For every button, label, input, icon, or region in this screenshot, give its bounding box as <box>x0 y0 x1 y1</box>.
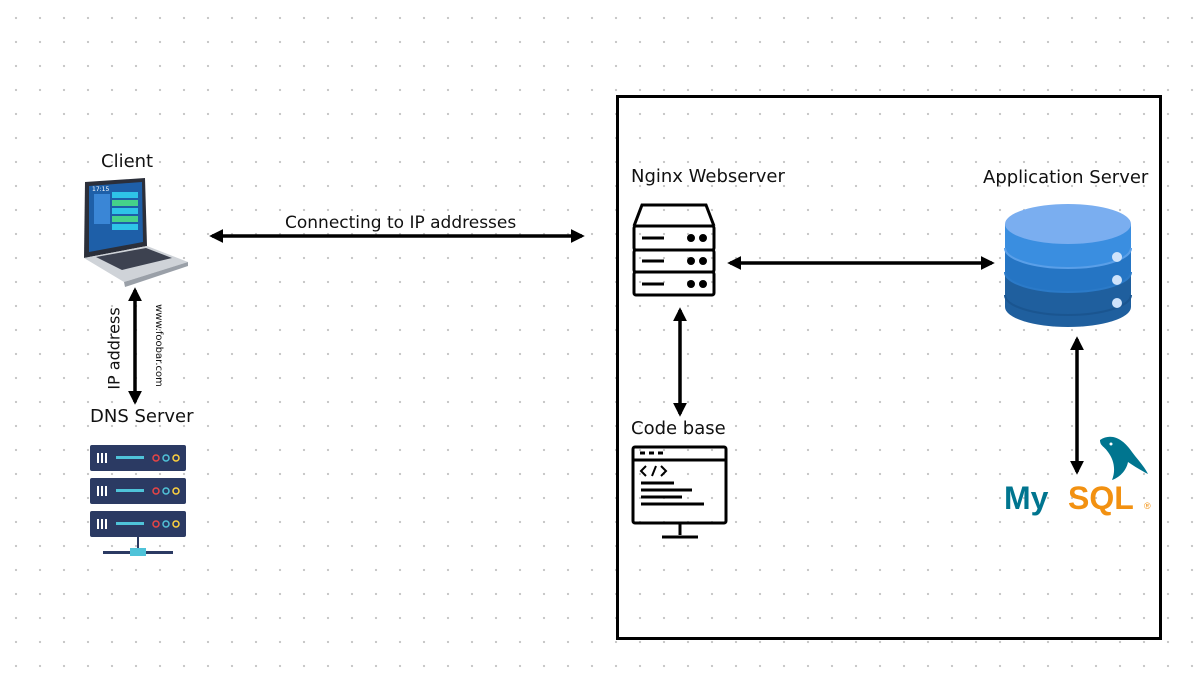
dns-server-label: DNS Server <box>90 406 194 427</box>
dns-server-icon <box>90 445 186 556</box>
nginx-label: Nginx Webserver <box>631 166 785 187</box>
laptop-clock-text: 17:15 <box>92 186 109 193</box>
server-rack-icon <box>632 203 716 297</box>
connecting-label: Connecting to IP addresses <box>285 213 517 233</box>
mysql-logo-icon: My SQL ® <box>1004 436 1151 516</box>
client-label: Client <box>101 151 154 172</box>
mysql-my-text: My <box>1004 480 1049 516</box>
code-base-label: Code base <box>631 418 726 439</box>
mysql-sql-text: SQL <box>1068 480 1134 516</box>
laptop-icon: 17:15 <box>84 178 188 287</box>
database-icon <box>1004 204 1132 327</box>
app-server-label: Application Server <box>983 167 1149 188</box>
code-monitor-icon <box>631 445 728 539</box>
mysql-registered-mark: ® <box>1144 501 1151 511</box>
server-boundary-box <box>616 95 1162 640</box>
